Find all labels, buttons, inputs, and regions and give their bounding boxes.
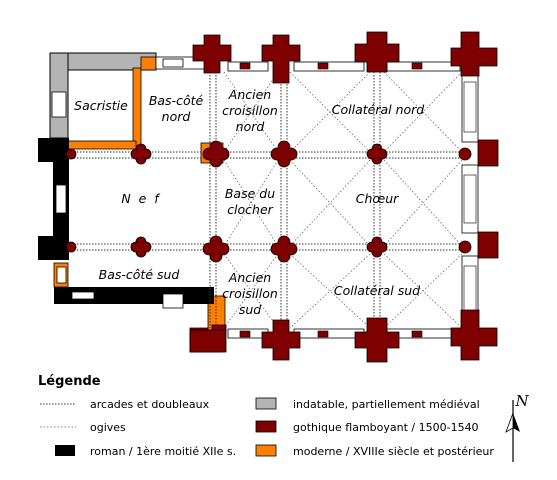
- buttress-n2: [261, 34, 301, 84]
- buttress-s1: [189, 329, 227, 353]
- respond-east-n: [458, 147, 472, 161]
- legend-text-moderne: moderne / XVIIIe siècle et postérieur: [293, 445, 494, 458]
- buttress-e1: [477, 139, 499, 167]
- north-arrow: N: [505, 392, 529, 462]
- window-sacristie-west: [51, 91, 67, 118]
- label-ancien-croisillon-sud-3: sud: [239, 302, 261, 317]
- wall-moderne-north-corner: [140, 56, 157, 71]
- pillar-croisee-nw: [202, 140, 230, 168]
- legend: Légende arcades et doubleaux ogives roma…: [38, 374, 494, 458]
- legend-swatch-roman: [55, 445, 75, 456]
- wall-north-collateral-2: [386, 61, 461, 72]
- window-southwest: [56, 266, 67, 284]
- label-nef: N e f: [121, 191, 160, 206]
- legend-text-indatable: indatable, partiellement médiéval: [293, 398, 480, 411]
- respond-east-s: [458, 240, 472, 254]
- wall-east-north: [461, 71, 479, 143]
- pillar-choeur-s: [366, 236, 388, 258]
- label-ancien-croisillon-nord-1: Ancien: [228, 87, 272, 102]
- room-labels: Sacristie Bas-côté nord Ancien croisillo…: [74, 87, 424, 317]
- label-bas-cote-sud: Bas-côté sud: [99, 267, 180, 282]
- label-sacristie: Sacristie: [74, 98, 128, 113]
- legend-swatch-gothique: [255, 420, 277, 433]
- window-south-1: [71, 291, 95, 300]
- window-east-north: [463, 81, 477, 133]
- north-arrow-label: N: [514, 392, 529, 410]
- wall-north-collateral-1: [293, 61, 365, 72]
- label-ancien-croisillon-nord-2: croisillon: [222, 103, 278, 118]
- buttress-n3: [354, 31, 400, 73]
- legend-swatch-moderne: [255, 444, 277, 457]
- buttress-se: [450, 309, 498, 361]
- label-choeur: Chœur: [356, 191, 399, 206]
- legend-text-arcades: arcades et doubleaux: [90, 398, 210, 411]
- label-collateral-nord: Collatéral nord: [332, 102, 425, 117]
- north-arrow-head-right: [513, 413, 520, 432]
- wall-south-collateral-1: [293, 328, 365, 339]
- label-bas-cote-nord-1: Bas-côté: [149, 93, 204, 108]
- label-collateral-sud: Collatéral sud: [334, 283, 420, 298]
- buttress-roman-nw: [38, 138, 69, 162]
- pillars-gothique: [189, 31, 499, 363]
- label-ancien-croisillon-nord-3: nord: [236, 119, 265, 134]
- wall-east-center: [461, 164, 479, 234]
- respond-west-n: [65, 148, 77, 160]
- window-nef-west: [55, 184, 67, 214]
- window-north-nave: [162, 58, 184, 68]
- legend-text-gothique: gothique flamboyant / 1500-1540: [293, 421, 479, 434]
- buttress-s2: [261, 319, 301, 361]
- pillars-quatrefoil: [65, 140, 472, 263]
- pillar-croisee-sw: [202, 235, 230, 263]
- walls: [38, 52, 479, 339]
- north-arrow-head-left: [505, 412, 514, 433]
- pillar-nef-s: [130, 236, 152, 258]
- wall-pier-stubs: [239, 62, 423, 338]
- label-base-du-clocher-2: clocher: [227, 202, 273, 217]
- door-south: [162, 293, 184, 309]
- label-base-du-clocher-1: Base du: [225, 186, 275, 201]
- legend-title: Légende: [38, 374, 101, 389]
- wall-moderne-sacristie-south: [67, 140, 137, 150]
- pillar-choeur-n: [366, 143, 388, 165]
- buttress-s3: [354, 317, 400, 363]
- wall-moderne-sacristie-east: [132, 67, 142, 147]
- legend-swatch-indatable: [255, 397, 277, 410]
- buttress-roman-sw: [38, 236, 69, 260]
- legend-text-roman: roman / 1ère moitié XIIe s.: [90, 445, 236, 458]
- pillar-croisee-ne: [270, 140, 298, 168]
- buttress-e2: [477, 231, 499, 259]
- label-bas-cote-nord-2: nord: [162, 109, 191, 124]
- window-east-center: [463, 174, 477, 224]
- buttress-n1: [192, 34, 232, 74]
- label-ancien-croisillon-sud-1: Ancien: [228, 270, 272, 285]
- vault-ribs-ogives: [223, 71, 463, 329]
- legend-text-ogives: ogives: [90, 421, 126, 434]
- pillar-croisee-se: [270, 235, 298, 263]
- buttress-ne: [450, 31, 498, 77]
- respond-west-s: [65, 241, 77, 253]
- pillar-nef-n: [130, 143, 152, 165]
- label-ancien-croisillon-sud-2: croisillon: [222, 286, 278, 301]
